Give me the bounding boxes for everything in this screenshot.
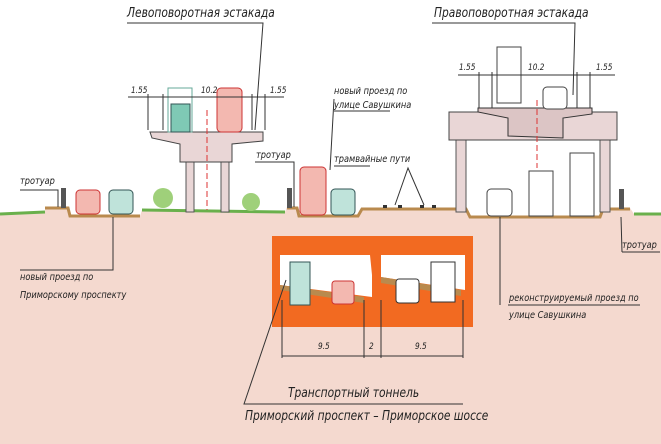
right-title-leader bbox=[432, 22, 576, 96]
left-overpass-title: Левоповоротная эстакада bbox=[127, 6, 275, 21]
reconstructed-road-line2: улице Савушкина bbox=[509, 310, 587, 321]
right-dim-3: 1.55 bbox=[596, 63, 613, 73]
new-road-savushkina-line2: улице Савушкина bbox=[334, 100, 412, 111]
new-road-savushkina-line1: новый проезд по bbox=[334, 86, 408, 97]
tunnel-route: Приморский проспект – Приморское шоссе bbox=[245, 409, 489, 424]
new-road-primorsky-line1: новый проезд по bbox=[20, 272, 94, 283]
left-dimension-line bbox=[128, 94, 284, 130]
sidewalk-right-label: тротуар bbox=[622, 240, 657, 251]
right-dimension-line bbox=[458, 72, 615, 108]
tunnel-title-leader bbox=[243, 279, 463, 405]
right-dim-2: 10.2 bbox=[528, 63, 545, 73]
reconstructed-road-line1: реконструируемый проезд по bbox=[509, 293, 639, 304]
tram-leader bbox=[394, 166, 425, 206]
right-overpass bbox=[448, 46, 618, 213]
right-overpass-title: Правоповоротная эстакада bbox=[434, 6, 589, 21]
sidewalk-mid-label: тротуар bbox=[256, 150, 291, 161]
tram-tracks bbox=[383, 205, 436, 208]
grass-line bbox=[0, 208, 661, 216]
surface-vehicles bbox=[61, 152, 624, 217]
sidewalk-left-label: тротуар bbox=[20, 176, 55, 187]
pavement-layer bbox=[45, 206, 630, 219]
left-title-leader bbox=[127, 22, 264, 131]
right-dim-1: 1.55 bbox=[459, 63, 476, 73]
transport-tunnel bbox=[272, 236, 473, 327]
tunnel-dimension-line bbox=[281, 300, 464, 358]
label-leaders bbox=[20, 98, 660, 306]
bush-icon bbox=[242, 193, 260, 211]
tunnel-dim-3: 9.5 bbox=[415, 342, 427, 352]
left-dim-2: 10.2 bbox=[201, 86, 218, 96]
tram-tracks-label: трамвайные пути bbox=[334, 154, 411, 165]
new-road-primorsky-line2: Приморскому проспекту bbox=[20, 290, 127, 301]
left-dim-1: 1.55 bbox=[131, 86, 148, 96]
left-overpass bbox=[149, 87, 264, 213]
tunnel-dim-2: 2 bbox=[369, 342, 374, 352]
left-dim-3: 1.55 bbox=[270, 86, 287, 96]
tunnel-title: Транспортный тоннель bbox=[288, 386, 420, 401]
tunnel-dim-1: 9.5 bbox=[318, 342, 330, 352]
bush-icon bbox=[153, 188, 173, 208]
